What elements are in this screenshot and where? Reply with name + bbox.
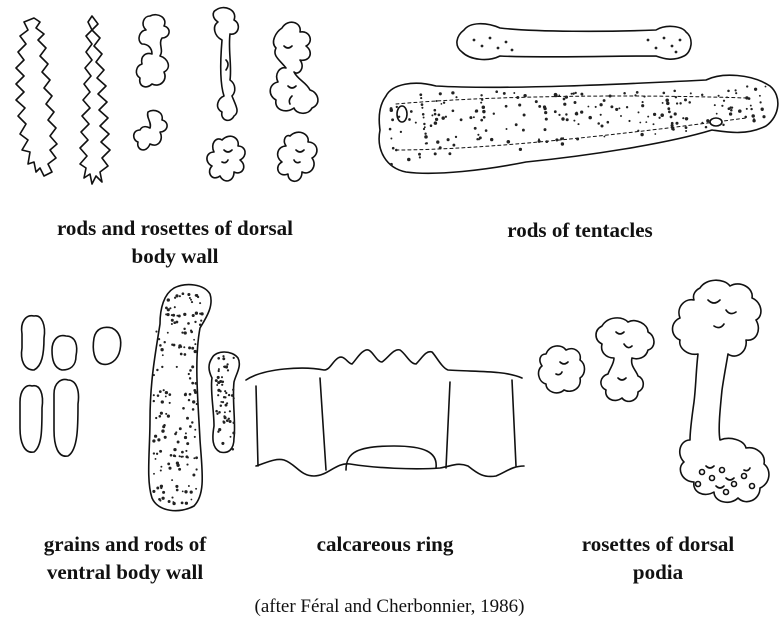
ventral-rod-large [149,285,211,511]
calcareous-ring-drawing [244,340,534,500]
podia-rosette-2 [596,318,654,401]
grain-2 [52,336,77,370]
rosette-7 [270,22,318,113]
grain-1 [22,316,45,370]
spiny-rod-2 [80,16,110,184]
rosette-6 [207,136,245,181]
caption-dorsal-podia-line-2: podia [548,558,768,586]
caption-dorsal-body-wall-line-2: body wall [20,242,330,270]
rosette-4 [134,110,167,150]
caption-ventral-body-wall-line-1: grains and rods of [10,530,240,558]
caption-dorsal-podia: rosettes of dorsal podia [548,530,768,586]
knobbed-rod-5 [213,8,238,121]
caption-calcareous-ring: calcareous ring [290,530,480,558]
rosette-rod-3 [136,15,169,87]
caption-ventral-body-wall-line-2: ventral body wall [10,558,240,586]
rosette-8 [278,132,317,181]
caption-ventral-body-wall: grains and rods of ventral body wall [10,530,240,586]
caption-calcareous-ring-line-1: calcareous ring [290,530,480,558]
dorsal-body-wall-ossicles [0,0,370,200]
figure-credit: (after Féral and Cherbonnier, 1986) [0,596,779,618]
caption-tentacles: rods of tentacles [440,216,720,244]
tentacle-rod-small [457,24,691,60]
ventral-body-wall-ossicles [0,270,250,520]
caption-dorsal-body-wall-line-1: rods and rosettes of dorsal [20,214,330,242]
caption-dorsal-body-wall: rods and rosettes of dorsal body wall [20,214,330,270]
grain-5 [54,380,79,457]
podia-rosette-1 [539,346,585,393]
grain-3 [93,327,120,364]
tentacle-rods [366,0,779,200]
grain-4 [20,386,43,453]
caption-tentacles-line-1: rods of tentacles [440,216,720,244]
ring-lower-arch [346,446,436,470]
ring-bottom-outline [256,459,524,476]
ring-top-outline [246,350,522,380]
dorsal-podia-rosettes [530,270,779,520]
spiny-rod-1 [16,18,57,176]
caption-dorsal-podia-line-1: rosettes of dorsal [548,530,768,558]
